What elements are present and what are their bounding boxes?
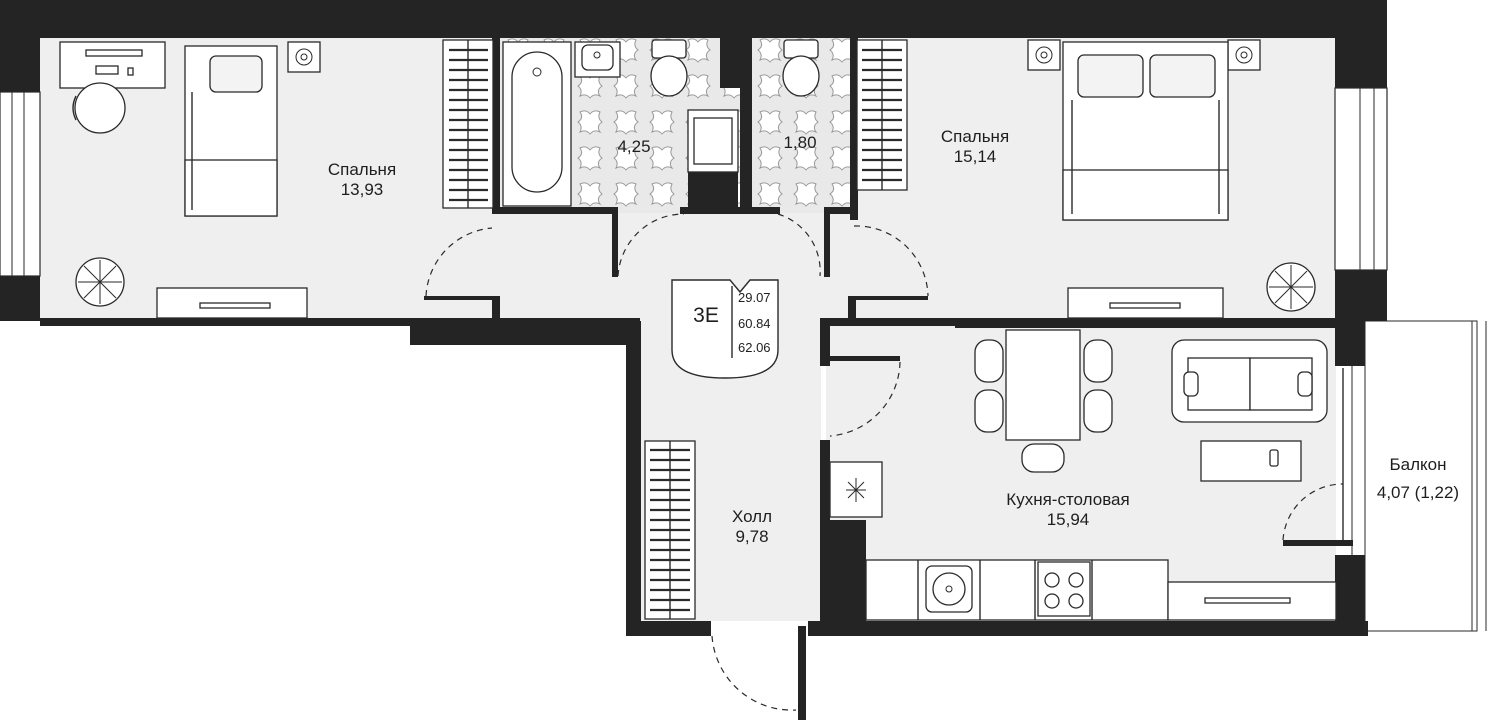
- socket-icon: [287, 41, 321, 73]
- sink-icon: [574, 41, 621, 78]
- plant-icon: [1266, 262, 1316, 312]
- bedroom-right-area: 15,14: [954, 147, 997, 166]
- sofa-icon: [1171, 339, 1328, 423]
- bedroom-right-name: Спальня: [941, 127, 1009, 146]
- wardrobe-icon: [442, 39, 494, 209]
- walls: [0, 0, 1387, 720]
- toilet-area: 1,80: [783, 133, 816, 152]
- dresser-icon: [156, 287, 308, 319]
- room-labels: Спальня 13,93 4,25 1,80 Спальня 15,14 Хо…: [328, 127, 1459, 546]
- door-swing-icon: [425, 213, 1344, 711]
- bed-icon: [184, 45, 278, 217]
- wardrobe-hangers: [650, 448, 690, 612]
- hall-area: 9,78: [735, 527, 768, 546]
- plant-icon: [75, 257, 125, 307]
- balcony-area: 4,07 (1,22): [1377, 483, 1459, 502]
- toilet-icon: [650, 39, 688, 97]
- bed-icon: [1062, 41, 1229, 221]
- socket-icon: [1027, 39, 1261, 71]
- bedroom-left-name: Спальня: [328, 160, 396, 179]
- dining-table-icon: [974, 329, 1113, 473]
- bedroom-left-area: 13,93: [341, 180, 384, 199]
- wardrobe-hangers: [449, 48, 488, 202]
- area-with-balcony: 62.06: [738, 340, 771, 355]
- wardrobe-icon: [856, 39, 908, 191]
- coffee-table-icon: [1200, 440, 1302, 482]
- area-total: 60.84: [738, 316, 771, 331]
- balcony-name: Балкон: [1389, 455, 1446, 474]
- dresser-icon: [1067, 287, 1224, 319]
- apartment-code: 3E: [693, 304, 719, 327]
- hall-name: Холл: [732, 507, 772, 526]
- stove-icon: [1037, 561, 1091, 617]
- toilet-icon: [782, 39, 820, 97]
- kitchen-area: 15,94: [1047, 510, 1090, 529]
- sink-icon: [925, 565, 973, 613]
- ventilation-icon: [829, 461, 883, 518]
- chair-icon: [72, 82, 126, 134]
- area-living: 29.07: [738, 290, 771, 305]
- kitchen-counter: [865, 559, 1337, 621]
- wardrobe-hangers: [862, 48, 902, 182]
- apartment-badge: 3E 29.07 60.84 62.06: [671, 279, 779, 379]
- kitchen-name: Кухня-столовая: [1006, 490, 1129, 509]
- bathroom-area: 4,25: [617, 137, 650, 156]
- desk-icon: [59, 41, 166, 89]
- washing-machine-icon: [687, 109, 739, 173]
- windows: [0, 87, 1487, 631]
- bathtub-icon: [502, 41, 572, 207]
